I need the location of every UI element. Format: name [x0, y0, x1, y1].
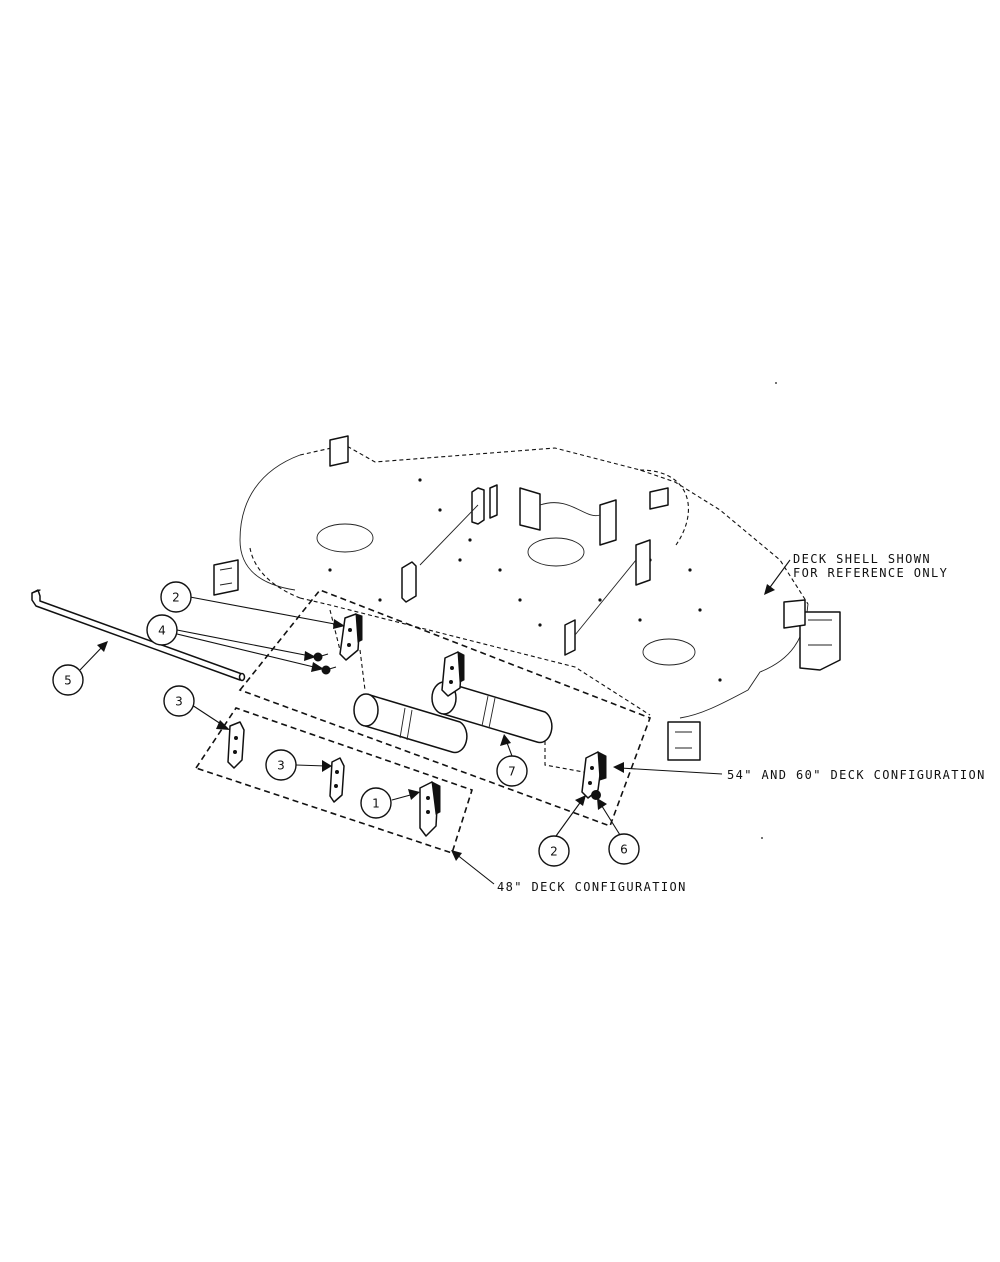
deck-shell-note-line2: FOR REFERENCE ONLY — [793, 566, 948, 580]
callout-number: 2 — [172, 591, 180, 605]
deck-shell — [213, 435, 841, 776]
callout-number: 5 — [64, 674, 72, 688]
callout-number: 3 — [175, 695, 183, 709]
callout-2-lower: 2 — [538, 835, 570, 867]
callout-3-middle: 3 — [265, 749, 297, 781]
bracket-2-lower — [581, 751, 607, 799]
callout-5: 5 — [52, 664, 84, 696]
nut-6 — [591, 790, 601, 800]
config-48-note: 48" DECK CONFIGURATION — [497, 880, 687, 894]
config-48-boundary — [194, 707, 473, 855]
config-54-60-note: 54" AND 60" DECK CONFIGURATION — [727, 768, 986, 782]
callout-number: 7 — [508, 765, 516, 779]
rollers — [353, 681, 553, 754]
rod-5 — [31, 589, 246, 682]
bracket-center — [441, 651, 465, 697]
callout-number: 2 — [550, 845, 558, 859]
callout-2-upper: 2 — [160, 581, 192, 613]
bracket-1 — [419, 781, 441, 837]
callout-3-left: 3 — [163, 685, 195, 717]
bracket-3-left — [227, 721, 245, 769]
callout-number: 4 — [158, 624, 166, 638]
callout-number: 3 — [277, 759, 285, 773]
callout-7: 7 — [496, 755, 528, 787]
callout-number: 1 — [372, 797, 380, 811]
callout-6: 6 — [608, 833, 640, 865]
bolts-4 — [313, 652, 337, 675]
callout-1: 1 — [360, 787, 392, 819]
leader-lines — [79, 559, 791, 885]
bracket-2-upper — [339, 613, 363, 661]
callout-number: 6 — [620, 843, 628, 857]
deck-shell-note-line1: DECK SHELL SHOWN — [793, 552, 931, 566]
config-54-60-boundary — [238, 589, 652, 828]
callout-4: 4 — [146, 614, 178, 646]
bracket-3-middle — [329, 757, 345, 803]
